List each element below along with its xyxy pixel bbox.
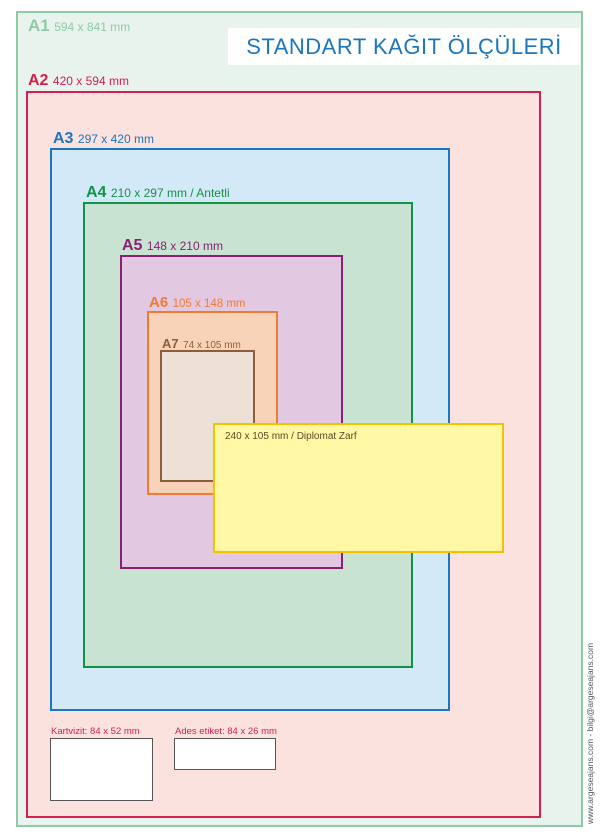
paper-a7-name: A7 [162,336,179,351]
paper-a2-label: A2 420 x 594 mm [28,72,129,90]
paper-a3-size: 297 x 420 mm [77,132,154,146]
paper-a6-label: A6 105 x 148 mm [149,294,246,312]
page-title: STANDART KAĞIT ÖLÇÜLERİ [246,34,562,59]
paper-a5-size: 148 x 210 mm [146,239,223,253]
paper-a2-name: A2 [28,72,49,89]
paper-a1-name: A1 [28,16,50,35]
paper-a4-size: 210 x 297 mm / Antetli [110,186,230,200]
paper-a1-size: 594 x 841 mm [54,20,131,34]
paper-a3-label: A3 297 x 420 mm [53,130,154,148]
envelope-label: 240 x 105 mm / Diplomat Zarf [225,431,357,442]
paper-a4-name: A4 [86,184,107,201]
ades-label-box [174,738,276,770]
paper-a6-name: A6 [149,294,169,311]
paper-a7-label: A7 74 x 105 mm [162,335,241,353]
paper-a6-size: 105 x 148 mm [172,298,246,310]
diplomat-envelope [213,423,504,553]
business-card-box [50,738,153,801]
title-box: STANDART KAĞIT ÖLÇÜLERİ [228,28,580,65]
ades-label: Ades etiket: 84 x 26 mm [175,726,277,737]
paper-a4-label: A4 210 x 297 mm / Antetli [86,184,230,202]
footer-website-text: www.argeseajans.com - bilgi@argeseajans.… [585,642,595,824]
business-card-label: Kartvizit: 84 x 52 mm [51,726,140,737]
paper-a5-name: A5 [122,237,143,254]
paper-a5-label: A5 148 x 210 mm [122,237,223,255]
paper-a1-label: A1 594 x 841 mm [28,16,130,36]
paper-a2-size: 420 x 594 mm [52,74,129,88]
paper-a7-size: 74 x 105 mm [183,340,241,351]
paper-a3-name: A3 [53,130,74,147]
